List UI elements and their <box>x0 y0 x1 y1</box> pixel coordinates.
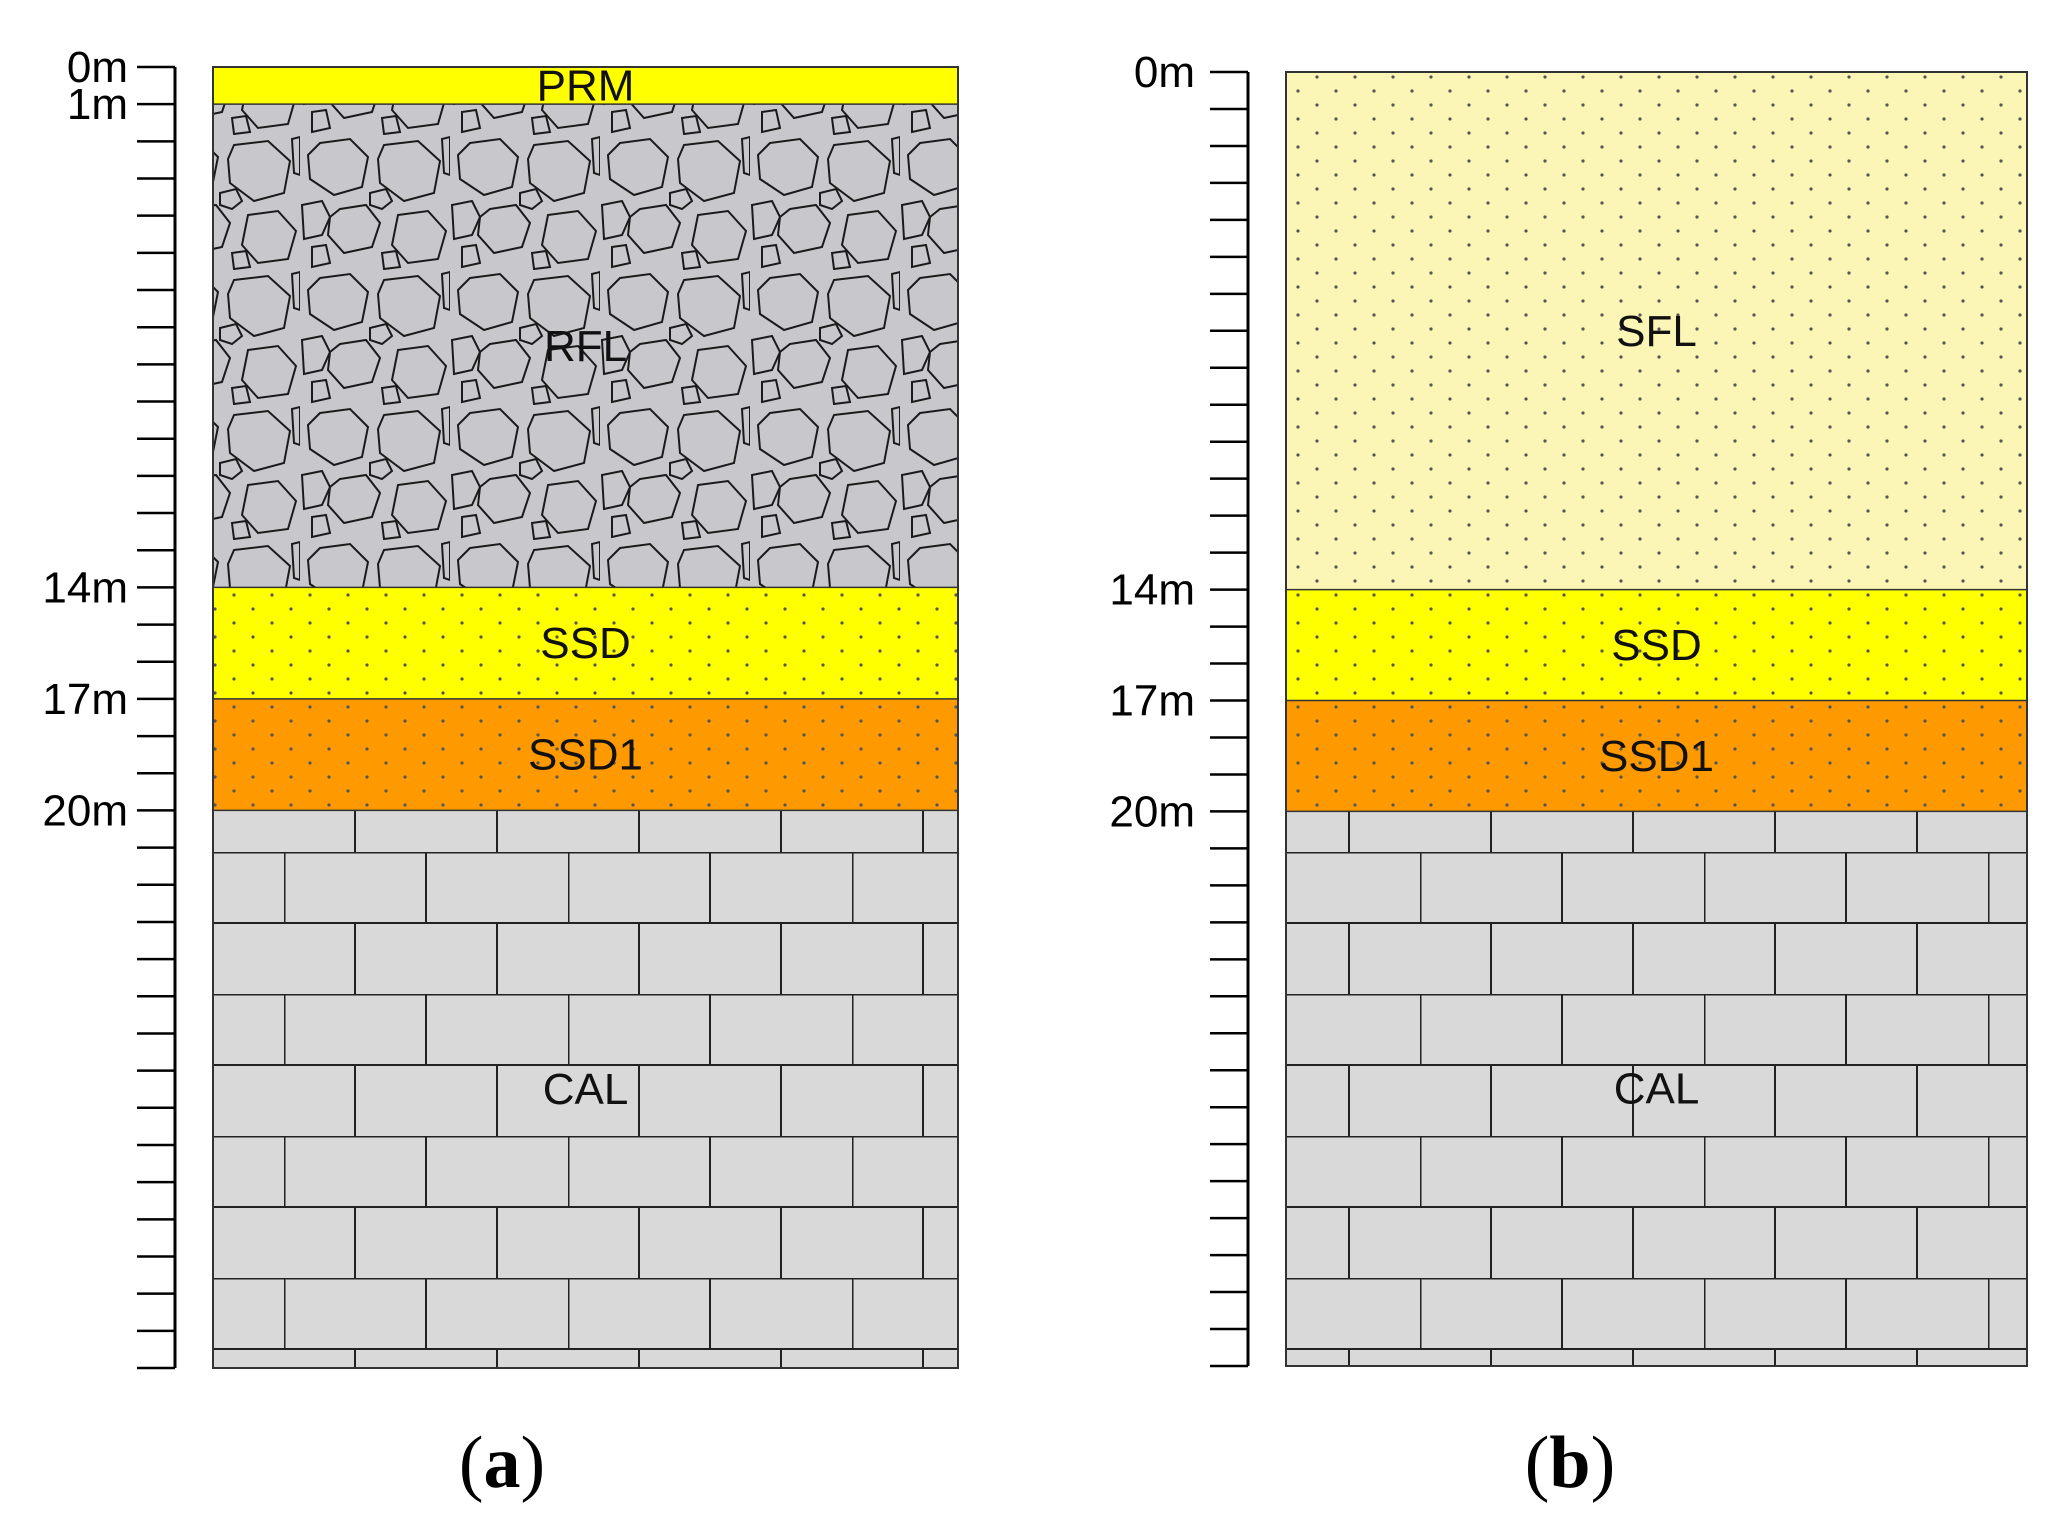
caption-letter: a <box>484 1422 521 1504</box>
depth-label: 20m <box>42 786 128 835</box>
layer-pattern-dots <box>1286 589 2027 701</box>
column-outline <box>212 66 959 1369</box>
layer-pattern-dots <box>1286 700 2027 812</box>
layer-pattern-bricks <box>213 810 958 1368</box>
depth-label: 0m <box>67 43 128 92</box>
layer-label: SSD1 <box>1599 732 1714 781</box>
layer-pattern-dots <box>213 698 958 811</box>
depth-label: 1m <box>67 80 128 129</box>
caption-close-paren: ) <box>521 1422 546 1504</box>
layer-rfl: RFL <box>213 104 958 588</box>
layer-pattern-boulders <box>213 104 958 588</box>
caption-close-paren: ) <box>1591 1422 1616 1504</box>
layer-prm: PRM <box>213 62 958 111</box>
layer-sfl: SFL <box>1286 72 2027 590</box>
depth-label: 14m <box>42 563 128 612</box>
caption-open-paren: ( <box>459 1422 484 1504</box>
layer-ssd: SSD <box>1286 589 2027 701</box>
layer-label: CAL <box>543 1065 629 1114</box>
layer-label: SSD <box>1611 621 1701 670</box>
column-outline <box>1285 71 2028 1367</box>
depth-label: 0m <box>1134 48 1195 97</box>
layer-ssd1: SSD1 <box>213 698 958 811</box>
caption-letter: b <box>1549 1422 1590 1504</box>
depth-label: 20m <box>1109 787 1195 836</box>
layer-cal: CAL <box>1286 811 2027 1366</box>
panel-caption: (b) <box>1525 1422 1615 1504</box>
panel-caption: (a) <box>459 1422 545 1504</box>
layer-fill <box>213 67 958 105</box>
depth-axis: 0m 14m 17m 20m <box>1109 48 1250 1368</box>
layer-ssd: SSD <box>213 587 958 699</box>
depth-label: 17m <box>1109 677 1195 726</box>
layer-label: RFL <box>544 322 627 371</box>
layer-label: PRM <box>537 62 635 111</box>
caption-open-paren: ( <box>1525 1422 1550 1504</box>
depth-label: 14m <box>1109 566 1195 615</box>
layer-pattern-dots <box>213 587 958 699</box>
layer-label: SSD <box>540 619 630 668</box>
layer-label: SSD1 <box>528 731 643 780</box>
layer-ssd1: SSD1 <box>1286 700 2027 812</box>
layer-label: CAL <box>1614 1065 1700 1114</box>
depth-label: 17m <box>42 675 128 724</box>
layer-pattern-bricks <box>1286 811 2027 1366</box>
layer-label: SFL <box>1616 307 1697 356</box>
layer-cal: CAL <box>213 810 958 1368</box>
layer-pattern-dots <box>1286 72 2027 590</box>
